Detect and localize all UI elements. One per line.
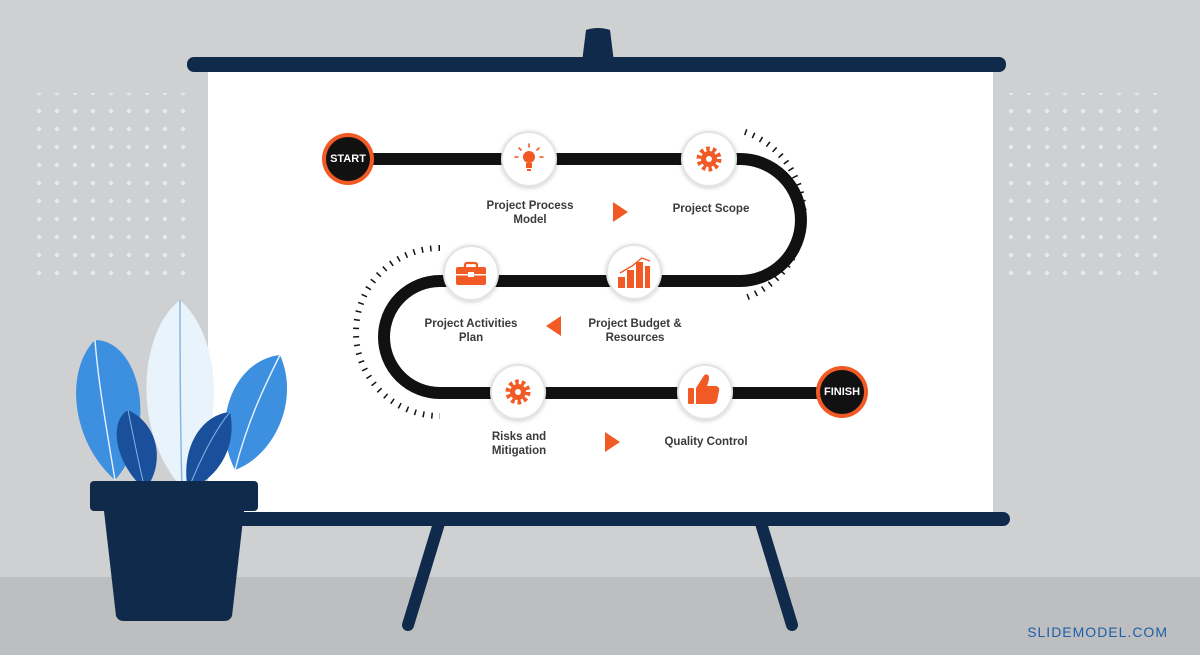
screen-top-bar [187, 28, 1006, 72]
briefcase-icon [456, 261, 486, 285]
easel-legs [402, 514, 798, 631]
step-node-quality [677, 364, 733, 420]
dot-pattern-left [35, 93, 195, 288]
roadmap-path [342, 153, 848, 399]
plant-leaf [225, 354, 288, 471]
finish-marker [816, 366, 868, 418]
step-node-scope [681, 131, 737, 187]
plant [76, 299, 288, 491]
direction-arrow-left [546, 316, 561, 336]
gear-icon [505, 379, 531, 405]
gear-icon [696, 146, 722, 172]
finish-label: FINISH [823, 386, 861, 398]
direction-arrow-right [613, 202, 628, 222]
plant-pot [90, 481, 258, 621]
start-label: START [330, 153, 366, 165]
brand-logo-text: SLIDEMODEL.COM [1027, 624, 1168, 640]
step-node-activities [443, 245, 499, 301]
dot-pattern-right [1005, 93, 1165, 288]
step-node-risks [490, 364, 546, 420]
step-node-budget [606, 244, 662, 300]
screen-bottom-bar [208, 512, 1010, 526]
step-label-scope: Project Scope [672, 203, 750, 215]
step-label-quality: Quality Control [664, 436, 748, 448]
thumbs-up-icon [688, 374, 720, 404]
lightbulb-icon [514, 143, 544, 171]
direction-arrow-right [605, 432, 620, 452]
step-label-activities: Project Activities Plan [424, 318, 518, 344]
projection-screen [208, 66, 993, 520]
start-marker [322, 133, 374, 185]
step-node-process-model [501, 131, 557, 187]
step-label-process-model: Project Process Model [486, 200, 574, 226]
step-label-risks: Risks and Mitigation [491, 431, 547, 457]
bar-chart-icon [618, 257, 651, 288]
step-label-budget: Project Budget & Resources [588, 318, 682, 344]
